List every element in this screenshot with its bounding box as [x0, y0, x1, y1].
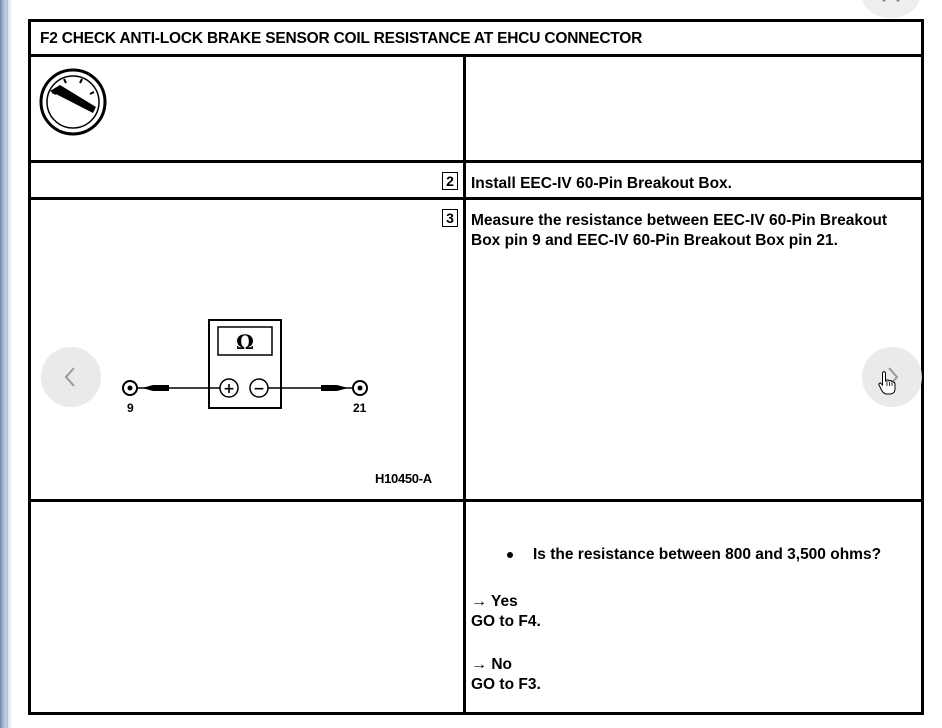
step-instruction: Measure the resistance between EEC-IV 60… — [471, 212, 888, 249]
question-row: Is the resistance between 800 and 3,500 … — [31, 502, 921, 712]
gauge-row — [31, 57, 921, 163]
meter-diagram: Ω + − 9 21 — [122, 319, 368, 415]
page-title: F2 CHECK ANTI-LOCK BRAKE SENSOR COIL RES… — [40, 30, 643, 47]
plus-symbol: + — [223, 381, 235, 397]
figure-id: H10450-A — [375, 471, 432, 486]
meter-symbol: Ω — [236, 330, 254, 354]
answer-action[interactable]: GO to F4. — [471, 613, 541, 630]
step-number: 2 — [442, 172, 458, 190]
question-text: Is the resistance between 800 and 3,500 … — [533, 546, 882, 563]
answer-no: → No GO to F3. — [471, 655, 541, 695]
previous-button[interactable] — [41, 347, 101, 407]
close-button[interactable] — [862, 0, 920, 18]
bullet — [507, 552, 513, 558]
step-2-row: 2 Install EEC-IV 60-Pin Breakout Box. — [31, 163, 921, 200]
question-cell: Is the resistance between 800 and 3,500 … — [471, 502, 921, 709]
answer-yes: → Yes GO to F4. — [471, 592, 541, 632]
answer-label: No — [491, 656, 512, 673]
gauge-icon — [39, 68, 107, 136]
window-edge — [0, 0, 12, 728]
title-row: F2 CHECK ANTI-LOCK BRAKE SENSOR COIL RES… — [31, 22, 921, 57]
hand-cursor-icon — [878, 371, 896, 395]
arrow-icon: → — [471, 593, 487, 610]
answer-label: Yes — [491, 593, 518, 610]
step-3-row: 3 Measure the resistance between EEC-IV … — [31, 200, 921, 502]
next-button[interactable] — [862, 347, 922, 407]
pin-left-label: 9 — [127, 401, 134, 415]
step-number: 3 — [442, 209, 458, 227]
minus-symbol: − — [253, 381, 265, 397]
step-instruction: Install EEC-IV 60-Pin Breakout Box. — [471, 175, 732, 192]
pin-right-label: 21 — [353, 401, 367, 415]
close-icon — [882, 0, 900, 3]
column-divider — [463, 57, 466, 712]
answer-action[interactable]: GO to F3. — [471, 676, 541, 693]
procedure-document: F2 CHECK ANTI-LOCK BRAKE SENSOR COIL RES… — [28, 19, 924, 715]
arrow-icon: → — [471, 656, 487, 673]
chevron-left-icon — [64, 367, 75, 387]
